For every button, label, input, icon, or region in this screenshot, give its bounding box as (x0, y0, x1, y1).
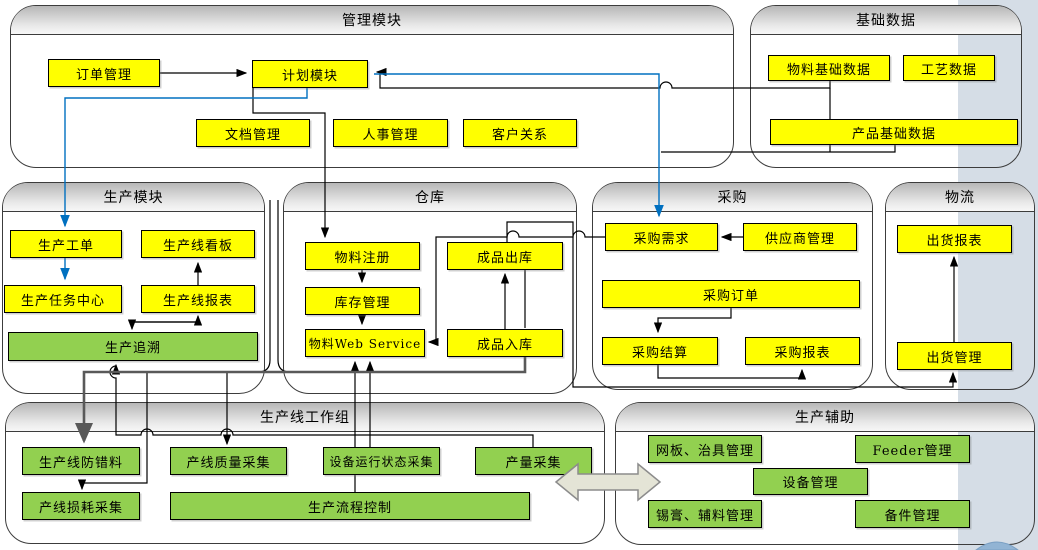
box-material-base-data: 物料基础数据 (768, 55, 890, 81)
box-spare-parts-management: 备件管理 (855, 500, 970, 528)
box-equipment-management: 设备管理 (753, 468, 868, 495)
box-shipment-report: 出货报表 (897, 225, 1012, 253)
group-title-line-workgroup: 生产线工作组 (6, 403, 604, 432)
box-material-registration: 物料注册 (305, 242, 420, 270)
box-production-work-order: 生产工单 (10, 230, 122, 258)
box-finished-outbound: 成品出库 (447, 242, 563, 270)
box-finished-inbound: 成品入库 (447, 329, 563, 357)
box-line-kanban: 生产线看板 (141, 230, 255, 258)
box-planning-module: 计划模块 (252, 60, 368, 88)
box-production-flow-control: 生产流程控制 (170, 492, 530, 520)
box-supplier-management: 供应商管理 (743, 223, 857, 251)
box-line-error-proofing: 生产线防错料 (22, 447, 140, 475)
box-document-management: 文档管理 (196, 119, 310, 147)
box-line-loss-collection: 产线损耗采集 (22, 492, 140, 520)
group-title-production-aux: 生产辅助 (616, 403, 1034, 432)
box-production-trace: 生产追溯 (8, 332, 258, 361)
box-hr-management: 人事管理 (333, 119, 448, 147)
box-purchase-demand: 采购需求 (605, 223, 718, 251)
group-title-management: 管理模块 (11, 6, 733, 35)
box-solder-paste-material-management: 锡膏、辅料管理 (648, 500, 762, 528)
box-process-data: 工艺数据 (903, 55, 995, 81)
box-material-web-service: 物料Web Service (305, 329, 425, 357)
group-title-basic-data: 基础数据 (751, 6, 1021, 35)
box-purchase-settlement: 采购结算 (602, 337, 718, 365)
box-line-quality-collection: 产线质量采集 (170, 447, 287, 475)
box-stencil-fixture-management: 网板、治具管理 (648, 435, 762, 463)
box-feeder-management: Feeder管理 (855, 435, 970, 463)
group-title-purchasing: 采购 (593, 183, 872, 212)
box-purchase-order: 采购订单 (602, 280, 860, 308)
group-title-logistics: 物流 (886, 183, 1034, 212)
box-purchase-report: 采购报表 (745, 337, 860, 365)
box-task-center: 生产任务中心 (4, 285, 122, 313)
box-customer-relations: 客户关系 (463, 119, 577, 147)
group-title-production: 生产模块 (3, 183, 264, 212)
group-management-module: 管理模块 (10, 5, 734, 168)
box-inventory-management: 库存管理 (305, 287, 420, 315)
box-line-report: 生产线报表 (141, 285, 255, 313)
box-output-collection: 产量采集 (475, 447, 592, 475)
group-title-warehouse: 仓库 (284, 183, 576, 212)
box-order-management: 订单管理 (48, 59, 160, 87)
box-equipment-status-collection: 设备运行状态采集 (323, 447, 440, 475)
box-shipment-management: 出货管理 (897, 342, 1012, 370)
box-product-base-data: 产品基础数据 (770, 119, 1018, 145)
